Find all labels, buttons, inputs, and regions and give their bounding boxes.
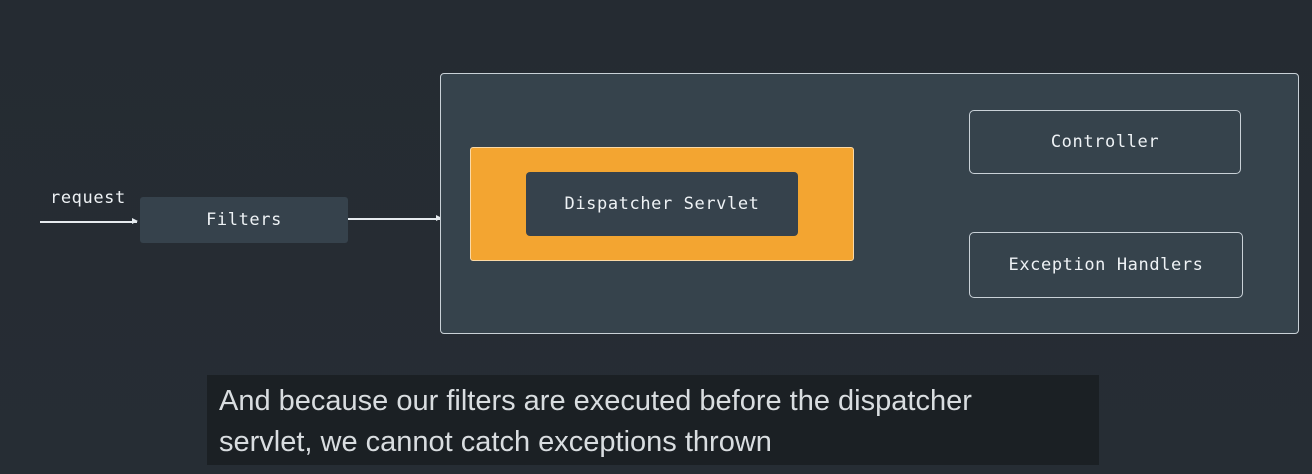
caption-line-2: servlet, we cannot catch exceptions thro… [219, 426, 772, 458]
caption-line-1: And because our filters are executed bef… [219, 385, 972, 417]
controller-box: Controller [969, 110, 1241, 174]
dispatcher-servlet-box: Dispatcher Servlet [526, 172, 798, 236]
filters-to-container-arrow [348, 215, 442, 221]
exception-handlers-label: Exception Handlers [1008, 255, 1204, 275]
exception-handlers-box: Exception Handlers [969, 232, 1243, 298]
request-arrow [40, 218, 138, 224]
controller-label: Controller [1050, 132, 1160, 152]
dispatcher-servlet-label: Dispatcher Servlet [564, 194, 760, 214]
filters-box: Filters [140, 197, 348, 243]
request-label: request [50, 188, 126, 208]
subtitle-caption: And because our filters are executed bef… [207, 375, 1099, 465]
filters-label: Filters [206, 210, 282, 230]
